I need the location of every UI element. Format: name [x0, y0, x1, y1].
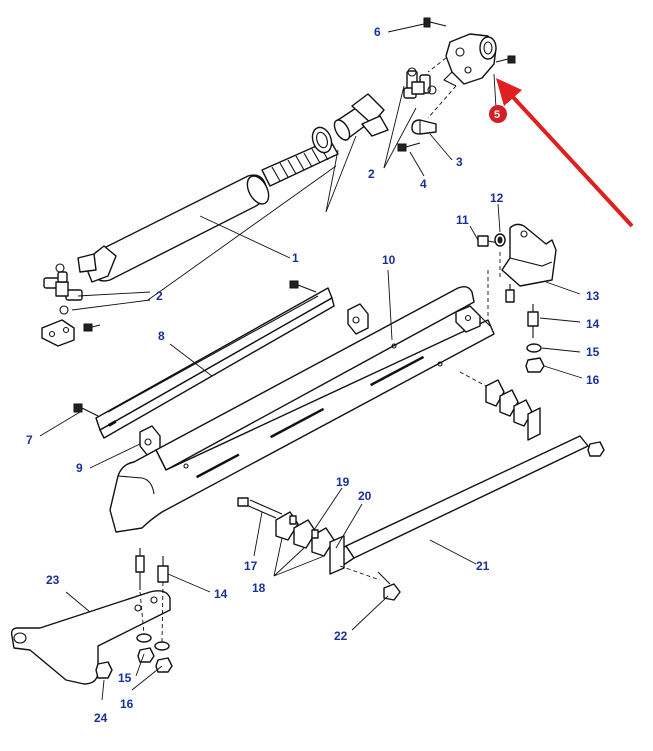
nut-rod-end — [587, 441, 605, 457]
highlight-badge — [489, 105, 507, 123]
callout-2-upper: 2 — [368, 167, 375, 181]
clip — [411, 119, 437, 135]
callout-17: 17 — [244, 559, 258, 573]
clamp-blocks-center — [275, 511, 345, 575]
studs-17 — [237, 497, 283, 519]
bolt-lower — [83, 323, 101, 332]
bolt-6 — [423, 17, 447, 28]
bolt-rail-top — [289, 280, 317, 293]
callout-16-left: 16 — [120, 697, 134, 711]
callout-14-left: 14 — [214, 587, 228, 601]
washer-15-right — [526, 343, 542, 353]
channel-bracket — [455, 305, 481, 333]
callout-10: 10 — [382, 253, 396, 267]
callout-15-right: 15 — [586, 345, 600, 359]
callout-20: 20 — [358, 489, 372, 503]
callout-19: 19 — [336, 475, 350, 489]
callout-2-lower: 2 — [156, 289, 163, 303]
slip-yoke — [333, 93, 389, 141]
mount-bracket-13 — [501, 223, 557, 287]
washer-15-left — [136, 633, 170, 651]
callout-4: 4 — [420, 177, 427, 191]
callout-labels: 6 5 2 3 4 1 2 10 8 7 9 11 12 13 14 15 16… — [26, 25, 600, 725]
support-rod-21 — [335, 435, 589, 567]
stud-top — [505, 284, 515, 303]
nut-16-right — [525, 357, 545, 373]
callout-16-right: 16 — [586, 373, 600, 387]
stud-14-left-a — [135, 548, 145, 590]
callout-22: 22 — [334, 629, 348, 643]
side-rail — [95, 287, 335, 439]
callout-6: 6 — [374, 25, 381, 39]
callout-11: 11 — [456, 213, 469, 227]
washer-12 — [494, 233, 506, 247]
highlight-arrow — [496, 78, 634, 228]
main-channel — [109, 285, 495, 533]
callout-15-left: 15 — [118, 671, 132, 685]
nut-24 — [95, 661, 113, 679]
callout-24: 24 — [94, 711, 108, 725]
bearing-ring — [311, 126, 333, 154]
bolt-4 — [397, 142, 421, 152]
mount-bracket-23 — [10, 590, 171, 685]
clip-lower — [41, 319, 75, 347]
callout-23: 23 — [46, 573, 60, 587]
clamp-blocks-right — [485, 379, 541, 441]
bolt-22 — [377, 571, 401, 601]
drive-shaft — [77, 139, 339, 283]
callout-12: 12 — [490, 191, 504, 205]
callout-7: 7 — [26, 433, 33, 447]
callout-14-right: 14 — [586, 317, 600, 331]
nut-16-left — [137, 647, 173, 673]
stud-14-left-b — [157, 556, 169, 583]
callout-5: 5 — [494, 109, 500, 121]
callout-1: 1 — [292, 251, 299, 265]
u-joint-cross-upper — [403, 67, 437, 99]
stud-14-right — [527, 304, 539, 338]
clamp-upper — [347, 303, 369, 335]
callout-9: 9 — [76, 461, 83, 475]
callout-8: 8 — [158, 329, 165, 343]
callout-3: 3 — [456, 155, 463, 169]
callout-21: 21 — [476, 559, 490, 573]
bolt-7 — [73, 403, 99, 417]
leader-lines — [39, 23, 583, 701]
callout-18: 18 — [252, 581, 266, 595]
coupling-flange — [443, 33, 497, 87]
u-joint-cross-lower — [43, 263, 83, 315]
callout-13: 13 — [586, 289, 600, 303]
bolt-coupling-side — [495, 55, 516, 64]
